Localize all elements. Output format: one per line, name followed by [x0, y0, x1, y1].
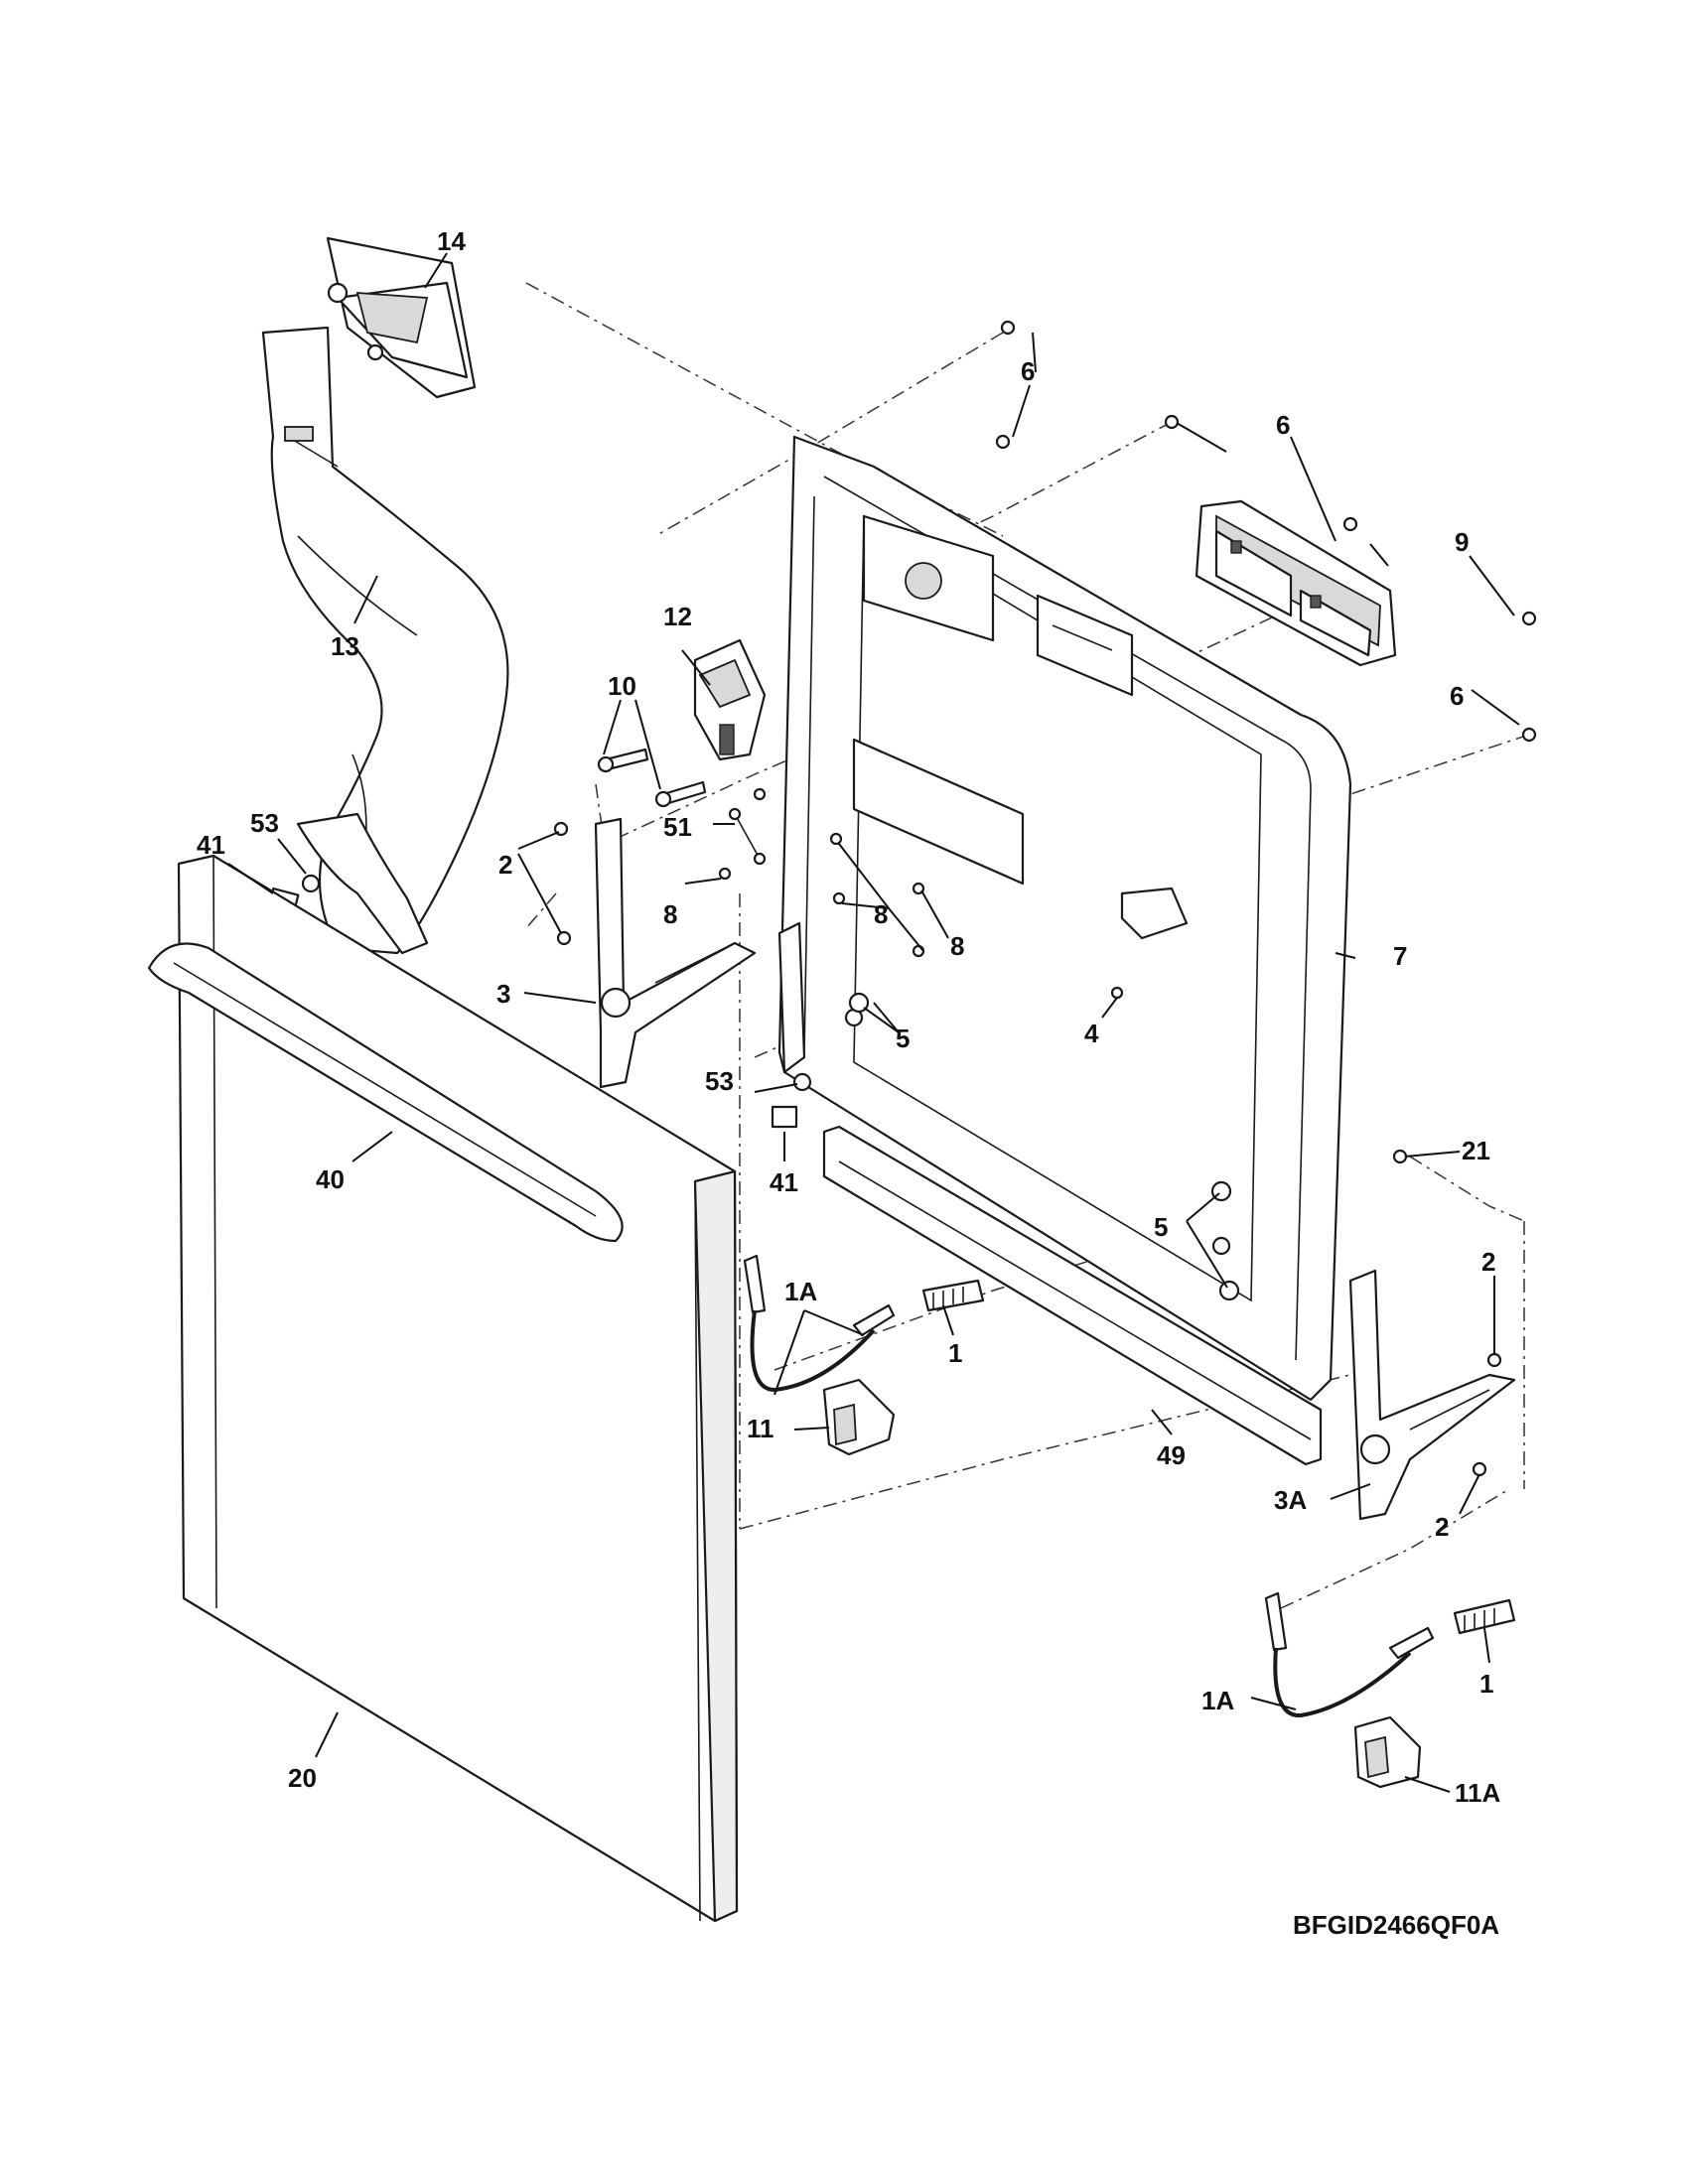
callout-1A-a: 1A	[784, 1277, 817, 1306]
callout-11A: 11A	[1455, 1778, 1500, 1808]
callout-41-a: 41	[197, 830, 225, 860]
callout-8-a: 8	[663, 899, 677, 929]
callout-4: 4	[1084, 1019, 1099, 1048]
callout-49: 49	[1157, 1440, 1186, 1470]
callout-51: 51	[663, 812, 692, 842]
callout-21: 21	[1462, 1136, 1490, 1165]
callout-3A: 3A	[1274, 1485, 1307, 1515]
callout-3: 3	[496, 979, 510, 1009]
callout-5-a: 5	[896, 1024, 910, 1053]
part-11-clip-left	[822, 1378, 896, 1456]
part-5-nuts	[848, 992, 1240, 1301]
part-9-control-module	[1195, 499, 1397, 667]
callout-6-a: 6	[1021, 356, 1035, 386]
callout-53-b: 53	[705, 1066, 734, 1096]
part-1A-cable-left	[743, 1254, 896, 1393]
part-13-duct	[261, 326, 509, 955]
part-3-left-hinge	[594, 817, 757, 1089]
part-20-outer-door	[177, 854, 739, 1923]
callout-8-c: 8	[950, 931, 964, 961]
part-14-bracket	[326, 236, 477, 399]
callout-8-b: 8	[874, 899, 888, 929]
part-11A-clip-right	[1353, 1715, 1422, 1789]
part-8-screws	[718, 787, 925, 958]
callout-20: 20	[288, 1763, 317, 1793]
part-3A-right-hinge	[1348, 1269, 1516, 1521]
part-41-53-right	[771, 1072, 812, 1129]
callout-5-b: 5	[1154, 1212, 1168, 1242]
callout-7: 7	[1393, 941, 1407, 971]
part-2-screws-left	[553, 821, 572, 946]
callout-14: 14	[437, 226, 466, 256]
callout-1A-b: 1A	[1201, 1686, 1234, 1715]
callout-11: 11	[747, 1414, 774, 1443]
part-7-inner-panel	[777, 435, 1352, 1402]
callout-9: 9	[1455, 527, 1469, 557]
callout-1-b: 1	[1479, 1669, 1493, 1699]
callout-labels: 14 13 12 10 6 6 9 6 41 53 2 51 8 8 8 3 7…	[197, 226, 1500, 1808]
callout-12: 12	[663, 602, 692, 631]
part-6-screws	[995, 320, 1537, 743]
callout-53-a: 53	[250, 808, 279, 838]
part-4-screw	[1110, 986, 1124, 1000]
callout-40: 40	[316, 1164, 345, 1194]
part-10-screws	[597, 748, 707, 808]
callout-6-c: 6	[1450, 681, 1464, 711]
part-40-handle	[147, 942, 624, 1243]
part-49-strip	[822, 1125, 1323, 1466]
part-51-spring	[728, 807, 767, 866]
leader-lines	[227, 252, 1520, 1793]
part-2-screws-right	[1392, 1149, 1502, 1477]
callout-2-a: 2	[498, 850, 512, 880]
model-code: BFGID2466QF0A	[1293, 1910, 1499, 1940]
callout-41-b: 41	[770, 1167, 798, 1197]
part-1A-cable-right	[1264, 1591, 1435, 1718]
callout-2-c: 2	[1435, 1512, 1449, 1542]
callout-2-b: 2	[1481, 1247, 1495, 1277]
part-1-spring-left	[921, 1279, 985, 1312]
callout-10: 10	[608, 671, 636, 701]
callout-13: 13	[331, 631, 359, 661]
callout-6-b: 6	[1276, 410, 1290, 440]
part-1-spring-right	[1453, 1598, 1516, 1635]
part-12-latch	[693, 638, 767, 761]
callout-1-a: 1	[948, 1338, 962, 1368]
